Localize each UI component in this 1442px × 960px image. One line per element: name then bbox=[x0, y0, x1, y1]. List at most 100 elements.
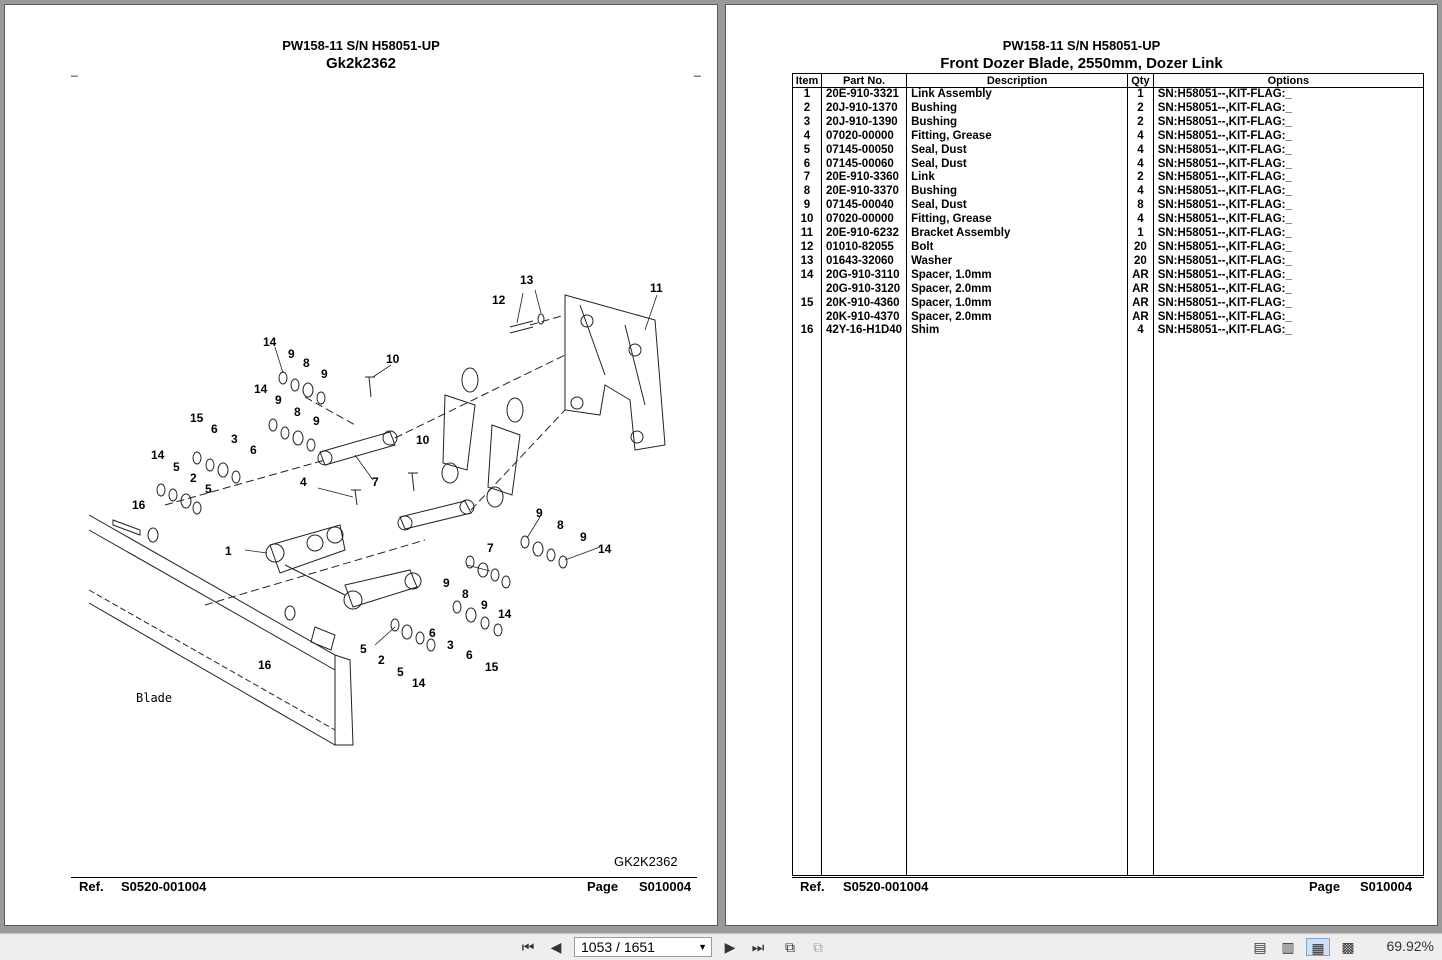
cell-qty: AR bbox=[1127, 310, 1154, 325]
cell-options: SN:H58051--,KIT-FLAG:_ bbox=[1152, 87, 1425, 102]
left-page: PW158-11 S/N H58051-UP Gk2k2362 _ _ bbox=[4, 4, 718, 926]
cell-qty: 20 bbox=[1127, 254, 1154, 269]
cell-options: SN:H58051--,KIT-FLAG:_ bbox=[1152, 254, 1425, 269]
callout-1: 1 bbox=[225, 544, 232, 558]
cell-options: SN:H58051--,KIT-FLAG:_ bbox=[1152, 227, 1425, 241]
callout-14: 14 bbox=[263, 335, 277, 349]
cell-qty: 1 bbox=[1127, 87, 1154, 102]
cell-description: Bushing bbox=[906, 185, 1129, 200]
callout-6: 6 bbox=[466, 648, 473, 662]
last-page-icon[interactable]: ⏭ bbox=[751, 939, 765, 955]
cell-description: Spacer, 2.0mm bbox=[906, 310, 1129, 325]
bolt-shape bbox=[509, 320, 534, 334]
cell-description: Shim bbox=[906, 324, 1129, 339]
next-page-icon[interactable]: ▶ bbox=[724, 939, 736, 955]
zoom-level[interactable]: 69.92% bbox=[1386, 938, 1434, 954]
callout-7: 7 bbox=[487, 541, 494, 555]
cell-options: SN:H58051--,KIT-FLAG:_ bbox=[1152, 129, 1425, 144]
cell-qty: AR bbox=[1127, 296, 1154, 311]
facing-pages-icon[interactable]: ▦ bbox=[1306, 938, 1330, 956]
table-header-row: Item Part No. Description Qty Options bbox=[792, 73, 1425, 88]
link-shapes bbox=[317, 430, 475, 531]
page-label: Page bbox=[587, 879, 619, 894]
page-number-field[interactable]: 1053 / 1651 ▼ bbox=[574, 937, 712, 957]
crop-mark-left: _ bbox=[71, 63, 78, 77]
cell-description: Fitting, Grease bbox=[906, 129, 1129, 144]
cell-item: 14 bbox=[792, 268, 822, 283]
filler-cell bbox=[1127, 338, 1154, 877]
bracket-shape bbox=[564, 294, 666, 451]
callout-4: 4 bbox=[300, 475, 307, 489]
callout-15: 15 bbox=[485, 660, 499, 674]
cell-item: 1 bbox=[792, 87, 822, 102]
callout-9: 9 bbox=[443, 576, 450, 590]
cell-item: 10 bbox=[792, 213, 822, 228]
first-page-icon[interactable]: ⏮ bbox=[521, 939, 535, 955]
cell-part-no: 20E-910-3321 bbox=[820, 87, 908, 102]
callout-10: 10 bbox=[416, 433, 430, 447]
callout-14: 14 bbox=[254, 382, 268, 396]
filler-cell bbox=[792, 338, 822, 877]
chevron-down-icon[interactable]: ▼ bbox=[698, 942, 707, 952]
col-options: Options bbox=[1152, 73, 1425, 88]
cell-qty: 8 bbox=[1127, 199, 1154, 214]
cell-item: 4 bbox=[792, 129, 822, 144]
callout-16: 16 bbox=[132, 498, 146, 512]
leader-lines bbox=[244, 289, 658, 646]
cell-qty: AR bbox=[1127, 268, 1154, 283]
cell-options: SN:H58051--,KIT-FLAG:_ bbox=[1152, 310, 1425, 325]
callout-14: 14 bbox=[598, 542, 612, 556]
callout-16: 16 bbox=[258, 658, 272, 672]
cell-options: SN:H58051--,KIT-FLAG:_ bbox=[1152, 296, 1425, 311]
cell-part-no: 20K-910-4360 bbox=[820, 296, 908, 311]
cell-qty: 4 bbox=[1127, 143, 1154, 158]
callout-6: 6 bbox=[429, 626, 436, 640]
cell-description: Seal, Dust bbox=[906, 157, 1129, 172]
cell-options: SN:H58051--,KIT-FLAG:_ bbox=[1152, 268, 1425, 283]
cell-part-no: 07020-00000 bbox=[820, 129, 908, 144]
left-footer: Ref. S0520-001004 Page S010004 bbox=[71, 877, 697, 896]
callout-5: 5 bbox=[397, 665, 404, 679]
continuous-icon[interactable]: ▥ bbox=[1281, 939, 1295, 955]
ref-label: Ref. bbox=[79, 879, 104, 894]
previous-view-icon[interactable]: ⧉ bbox=[785, 939, 795, 955]
cell-qty: 4 bbox=[1127, 129, 1154, 144]
cell-description: Washer bbox=[906, 254, 1129, 269]
cell-item: 5 bbox=[792, 143, 822, 158]
cell-description: Link bbox=[906, 171, 1129, 186]
next-view-icon[interactable]: ⧉ bbox=[813, 939, 823, 955]
filler-cell bbox=[820, 338, 908, 877]
cell-options: SN:H58051--,KIT-FLAG:_ bbox=[1152, 240, 1425, 255]
callout-15: 15 bbox=[190, 411, 204, 425]
callout-10: 10 bbox=[386, 352, 400, 366]
callout-5: 5 bbox=[205, 482, 212, 496]
single-page-icon[interactable]: ▤ bbox=[1253, 939, 1267, 955]
ref-label: Ref. bbox=[800, 879, 825, 894]
cell-description: Seal, Dust bbox=[906, 199, 1129, 214]
cell-part-no: 20G-910-3120 bbox=[820, 282, 908, 297]
small-rings bbox=[147, 371, 568, 652]
cell-part-no: 07020-00000 bbox=[820, 213, 908, 228]
cell-qty: 2 bbox=[1127, 115, 1154, 130]
callout-9: 9 bbox=[313, 414, 320, 428]
cell-options: SN:H58051--,KIT-FLAG:_ bbox=[1152, 171, 1425, 186]
cell-description: Bracket Assembly bbox=[906, 227, 1129, 241]
callout-12: 12 bbox=[492, 293, 506, 307]
blade-shape bbox=[88, 514, 354, 746]
table-filler-row bbox=[792, 338, 1425, 877]
shim-shape bbox=[112, 519, 141, 536]
prev-page-icon[interactable]: ◀ bbox=[550, 939, 562, 955]
continuous-facing-icon[interactable]: ▩ bbox=[1341, 939, 1355, 955]
blade-label: Blade bbox=[136, 691, 172, 705]
callout-9: 9 bbox=[288, 347, 295, 361]
cell-qty: 1 bbox=[1127, 227, 1154, 241]
